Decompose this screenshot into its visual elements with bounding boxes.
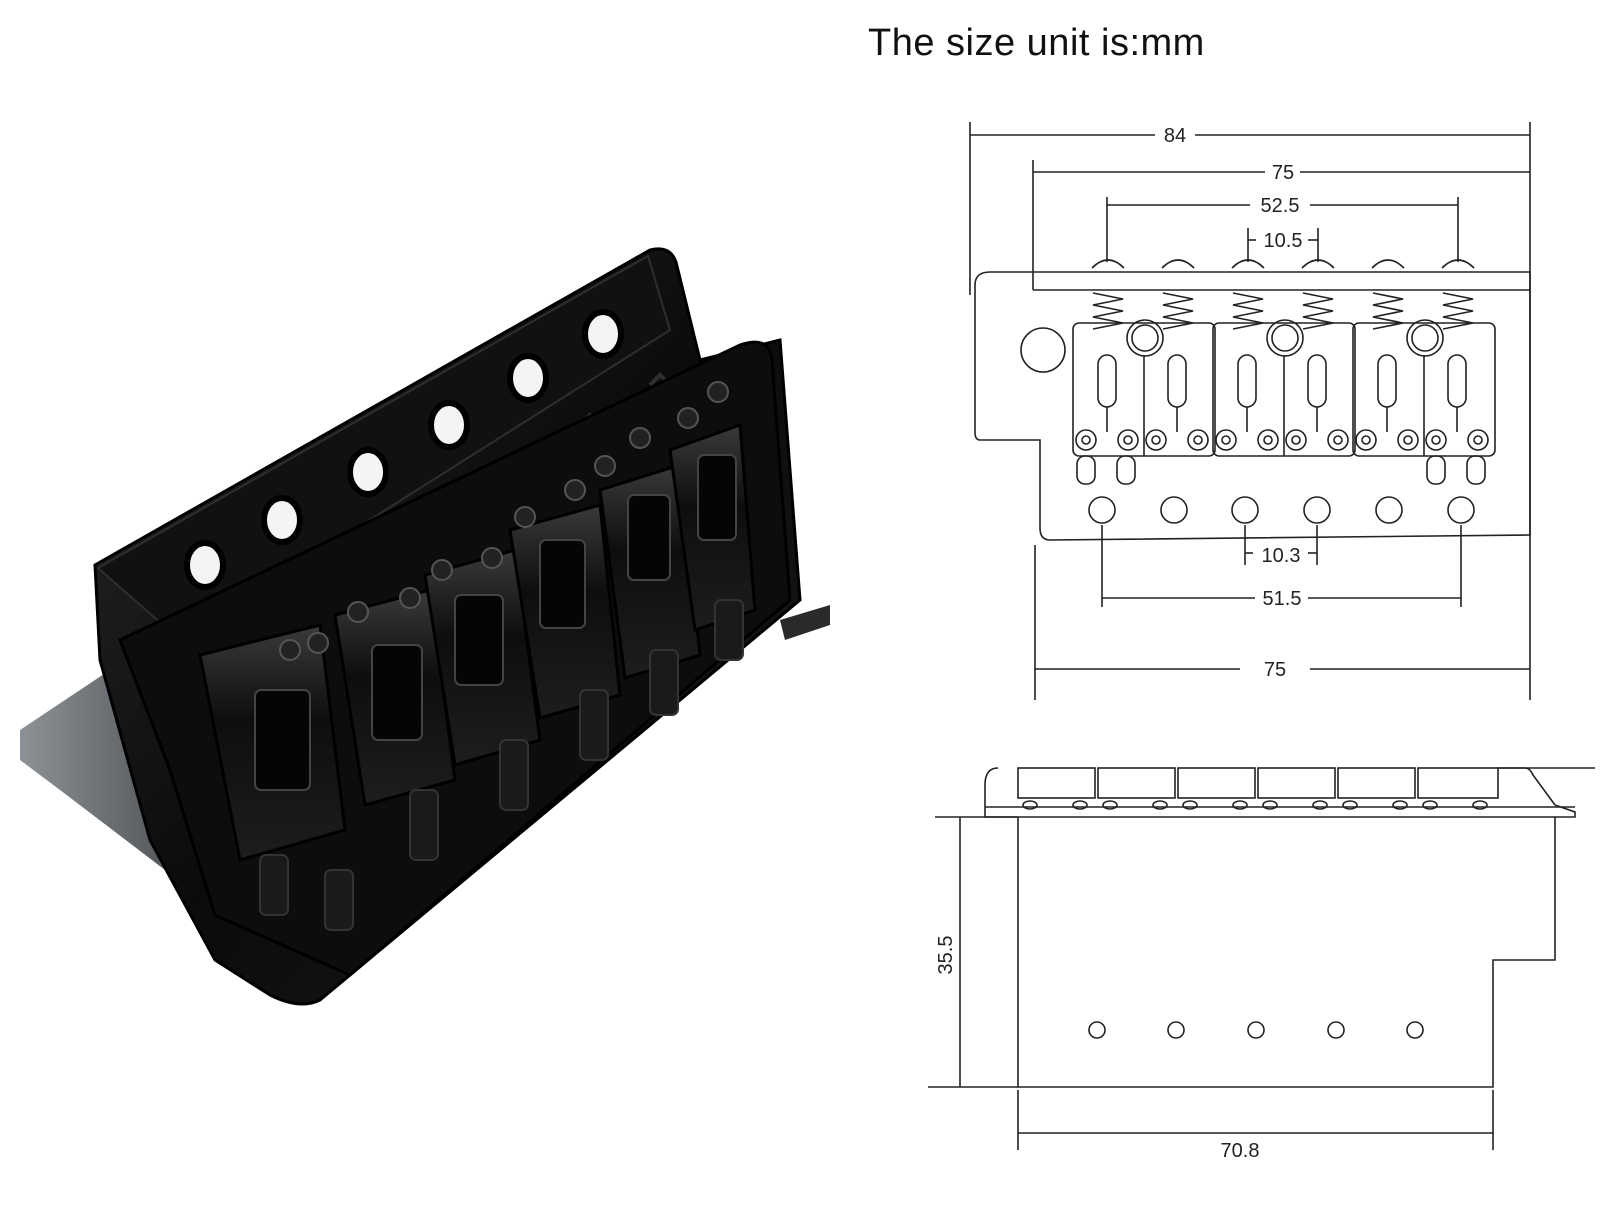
height-screws xyxy=(259,599,744,931)
dim-overall-width: 84 xyxy=(1164,125,1186,147)
saddle xyxy=(668,381,757,632)
side-screws xyxy=(1022,800,1488,810)
block-holes xyxy=(1088,1021,1424,1039)
mount-hole xyxy=(428,400,470,450)
side-block xyxy=(1017,817,1556,1088)
mount-hole xyxy=(507,353,549,403)
saddle xyxy=(333,587,457,807)
tremolo-block-right xyxy=(780,605,830,640)
rear-lip xyxy=(96,254,672,642)
mount-hole xyxy=(347,447,389,497)
saddle-slots xyxy=(1097,354,1467,432)
mount-hole xyxy=(184,540,226,590)
dim-hole-span: 51.5 xyxy=(1263,588,1302,610)
dim-block-height: 35.5 xyxy=(935,936,957,975)
dim-block-width: 70.8 xyxy=(1221,1140,1260,1162)
saddles xyxy=(198,381,757,862)
page-title: The size unit is:mm xyxy=(868,22,1205,64)
mount-holes xyxy=(184,309,624,590)
dim-top-width: 75 xyxy=(1272,162,1294,184)
side-saddles xyxy=(1017,767,1499,799)
mount-hole xyxy=(261,495,303,545)
dim-saddle-pitch: 10.5 xyxy=(1264,230,1303,252)
saddle xyxy=(198,623,347,862)
dim-saddle-screw-span: 52.5 xyxy=(1261,195,1300,217)
string-holes xyxy=(1088,496,1475,524)
saddle xyxy=(508,479,622,720)
dim-hole-pitch: 10.3 xyxy=(1262,545,1301,567)
saddle xyxy=(594,427,702,680)
product-photo xyxy=(20,247,830,1006)
saddle xyxy=(423,547,542,767)
saddle-screws xyxy=(1075,429,1489,451)
dim-plate-width: 75 xyxy=(1264,659,1286,681)
mount-hole xyxy=(582,309,624,359)
